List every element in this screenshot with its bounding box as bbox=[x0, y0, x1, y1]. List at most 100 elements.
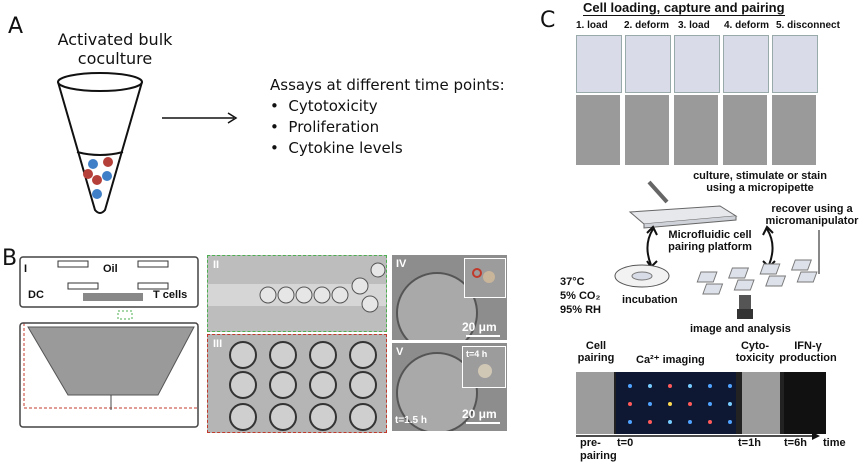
step-schematic bbox=[576, 35, 622, 93]
assay-label: Proliferation bbox=[288, 118, 380, 136]
micrograph-iii: III bbox=[207, 334, 387, 433]
tube-body bbox=[57, 81, 143, 214]
step-label: 1. load bbox=[576, 20, 608, 31]
step-micrograph bbox=[674, 95, 718, 165]
calcium-imaging-label: Ca²⁺ imaging bbox=[636, 354, 705, 366]
tcells-label: T cells bbox=[153, 289, 188, 301]
assay-item: • Proliferation bbox=[270, 117, 505, 138]
ifn-line1: IFN-γ bbox=[794, 340, 822, 352]
step-schematic bbox=[674, 35, 720, 93]
pairing-image bbox=[576, 372, 614, 434]
platform-chip bbox=[628, 205, 738, 229]
panel-v-label: V bbox=[396, 346, 404, 358]
red-cell bbox=[103, 157, 113, 167]
pre-pairing-label: pre- pairing bbox=[580, 437, 617, 463]
step-label: 2. deform bbox=[624, 20, 670, 31]
timeline-strip bbox=[576, 372, 826, 434]
step-micrograph bbox=[772, 95, 816, 165]
droplet bbox=[396, 352, 478, 431]
objective-icon bbox=[737, 295, 753, 319]
step-schematic bbox=[772, 35, 818, 93]
panel-i-label: I bbox=[24, 263, 28, 275]
step-micrograph bbox=[723, 95, 767, 165]
scale-bar-iv bbox=[466, 335, 500, 337]
step-label: 4. deform bbox=[724, 20, 770, 31]
cell-pairing-line1: Cell bbox=[585, 340, 607, 352]
coculture-title: Activated bulk coculture bbox=[40, 30, 190, 68]
micromanipulator-icon bbox=[818, 230, 820, 274]
cytotoxicity-line2: toxicity bbox=[735, 352, 775, 364]
ifn-image bbox=[784, 372, 826, 434]
bullet: • bbox=[270, 97, 279, 115]
red-cell bbox=[83, 169, 93, 179]
incubation-label: incubation bbox=[622, 294, 678, 306]
panel-c-letter: C bbox=[540, 8, 556, 33]
platform-line2: pairing platform bbox=[668, 241, 752, 253]
scale-label-iv: 20 μm bbox=[462, 320, 497, 334]
recover-line2: micromanipulator bbox=[765, 215, 859, 227]
ifn-line2: production bbox=[779, 352, 837, 364]
step-micrograph bbox=[625, 95, 669, 165]
pre-line1: pre- bbox=[580, 437, 601, 449]
step-label: 5. disconnect bbox=[776, 20, 840, 31]
assay-label: Cytotoxicity bbox=[288, 97, 378, 115]
scale-bar-v bbox=[466, 422, 500, 424]
petri-dish-icon bbox=[614, 264, 670, 288]
inset-v: t=4 h bbox=[462, 346, 506, 388]
blue-cell bbox=[88, 159, 98, 169]
droplet bbox=[396, 272, 478, 340]
step-label: 3. load bbox=[678, 20, 710, 31]
pipette-icon bbox=[647, 180, 669, 204]
micrograph-ii: II bbox=[207, 255, 387, 332]
inset-time-label: t=4 h bbox=[466, 349, 488, 359]
image-analysis-label: image and analysis bbox=[690, 323, 791, 335]
coculture-title-line2: coculture bbox=[77, 49, 153, 68]
scale-label-v: 20 μm bbox=[462, 407, 497, 421]
inset-cells bbox=[478, 364, 492, 378]
culture-line1: culture, stimulate or stain bbox=[693, 170, 827, 182]
panel-c-header: Cell loading, capture and pairing bbox=[583, 0, 785, 16]
tube-liquid-line bbox=[76, 151, 124, 156]
assay-item: • Cytotoxicity bbox=[270, 96, 505, 117]
cell-pairing-line2: pairing bbox=[577, 352, 615, 364]
inset-cells bbox=[472, 268, 495, 283]
time-axis bbox=[576, 432, 820, 440]
step-schematic bbox=[625, 35, 671, 93]
micrograph-iv: IV 20 μm bbox=[392, 255, 507, 340]
recover-text: recover using a micromanipulator bbox=[757, 203, 865, 227]
cytotoxicity-label: Cyto- toxicity bbox=[735, 340, 775, 364]
device-diagram: I Oil DC T cells bbox=[18, 255, 201, 430]
calcium-dots bbox=[628, 384, 732, 424]
t1-label: t=1h bbox=[738, 437, 761, 449]
recover-line1: recover using a bbox=[771, 203, 853, 215]
assays-block: Assays at different time points: • Cytot… bbox=[270, 75, 505, 159]
trap-grid bbox=[229, 341, 377, 431]
tube-rim bbox=[57, 72, 143, 92]
temperature-label: 37°C bbox=[560, 276, 585, 288]
time-label-v: t=1.5 h bbox=[395, 415, 427, 426]
pre-line2: pairing bbox=[580, 450, 617, 462]
platform-line1: Microfluidic cell bbox=[668, 229, 752, 241]
time-label: time bbox=[823, 437, 846, 449]
humidity-label: 95% RH bbox=[560, 304, 601, 316]
dc-label: DC bbox=[28, 289, 44, 301]
oil-label: Oil bbox=[103, 263, 118, 275]
t0-label: t=0 bbox=[617, 437, 634, 449]
ifn-label: IFN-γ production bbox=[778, 340, 838, 364]
assay-item: • Cytokine levels bbox=[270, 138, 505, 159]
culture-text: culture, stimulate or stain using a micr… bbox=[680, 170, 840, 194]
cell-pairing-label: Cell pairing bbox=[576, 340, 616, 364]
panel-iv-label: IV bbox=[396, 258, 407, 270]
culture-line2: using a micropipette bbox=[706, 182, 814, 194]
cytotoxicity-image bbox=[742, 372, 780, 434]
platform-label: Microfluidic cell pairing platform bbox=[655, 229, 765, 253]
co2-label: 5% CO₂ bbox=[560, 290, 601, 302]
cells-row bbox=[259, 262, 386, 313]
t6-label: t=6h bbox=[784, 437, 807, 449]
assay-label: Cytokine levels bbox=[288, 139, 403, 157]
micrograph-v: t=4 h V 20 μm t=1.5 h bbox=[392, 343, 507, 431]
panel-iii-label: III bbox=[213, 338, 223, 350]
blue-cell bbox=[92, 189, 102, 199]
device-schematic bbox=[19, 256, 199, 428]
tube-diagram bbox=[57, 72, 143, 214]
